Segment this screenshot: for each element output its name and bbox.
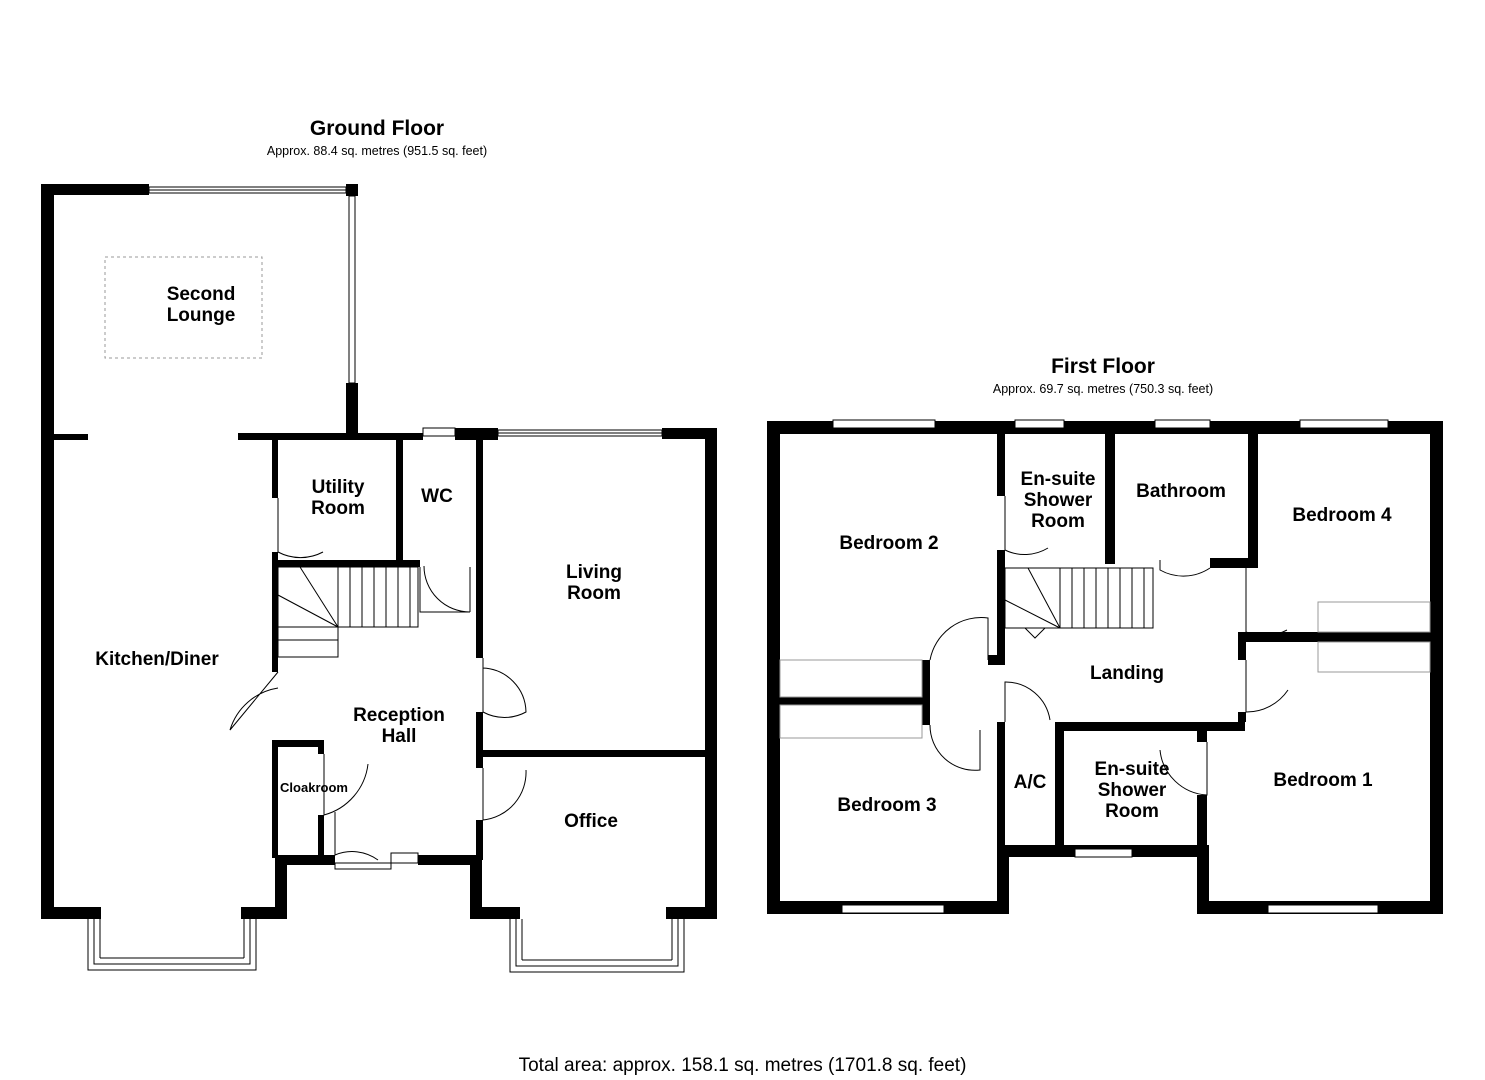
ensuite-top-label-2: Shower	[1024, 490, 1093, 511]
bathroom-label: Bathroom	[1136, 481, 1226, 502]
total-area: Total area: approx. 158.1 sq. metres (17…	[518, 1055, 967, 1076]
wc-label: WC	[421, 486, 453, 507]
utility-room-label-1: Utility	[312, 477, 365, 498]
ground-stairs	[277, 566, 419, 658]
ensuite-bottom-label-1: En-suite	[1095, 759, 1170, 780]
bedroom-3-label: Bedroom 3	[837, 795, 936, 816]
ensuite-top-label-3: Room	[1031, 511, 1085, 532]
second-lounge-label-1: Second	[167, 284, 236, 305]
reception-hall-label-1: Reception	[353, 705, 445, 726]
second-lounge-label-2: Lounge	[167, 305, 236, 326]
first-floor-area: Approx. 69.7 sq. metres (750.3 sq. feet)	[992, 382, 1214, 396]
ensuite-top-label-1: En-suite	[1021, 469, 1096, 490]
ground-floor-area: Approx. 88.4 sq. metres (951.5 sq. feet)	[266, 144, 488, 158]
reception-hall-label-2: Hall	[382, 726, 417, 747]
ground-floor-plan: Second Lounge Utility Room WC Living Roo…	[41, 184, 717, 973]
ac-label: A/C	[1014, 772, 1047, 793]
ensuite-bottom-label-3: Room	[1105, 801, 1159, 822]
ground-floor-title: Ground Floor	[309, 117, 445, 140]
office-label: Office	[564, 811, 618, 832]
ensuite-bottom-label-2: Shower	[1098, 780, 1167, 801]
bedroom-4-label: Bedroom 4	[1292, 505, 1392, 526]
living-room-label-1: Living	[566, 562, 622, 583]
kitchen-diner-label: Kitchen/Diner	[95, 649, 219, 670]
cloakroom-label: Cloakroom	[280, 780, 348, 795]
bedroom-2-label: Bedroom 2	[839, 533, 938, 554]
first-floor-plan: Bedroom 2 En-suite Shower Room Bathroom …	[767, 419, 1443, 914]
first-floor-title: First Floor	[1051, 355, 1155, 378]
first-stairs	[1004, 567, 1154, 639]
landing-label: Landing	[1090, 663, 1164, 684]
utility-room-label-2: Room	[311, 498, 365, 519]
bedroom-1-label: Bedroom 1	[1273, 770, 1373, 791]
living-room-label-2: Room	[567, 583, 621, 604]
